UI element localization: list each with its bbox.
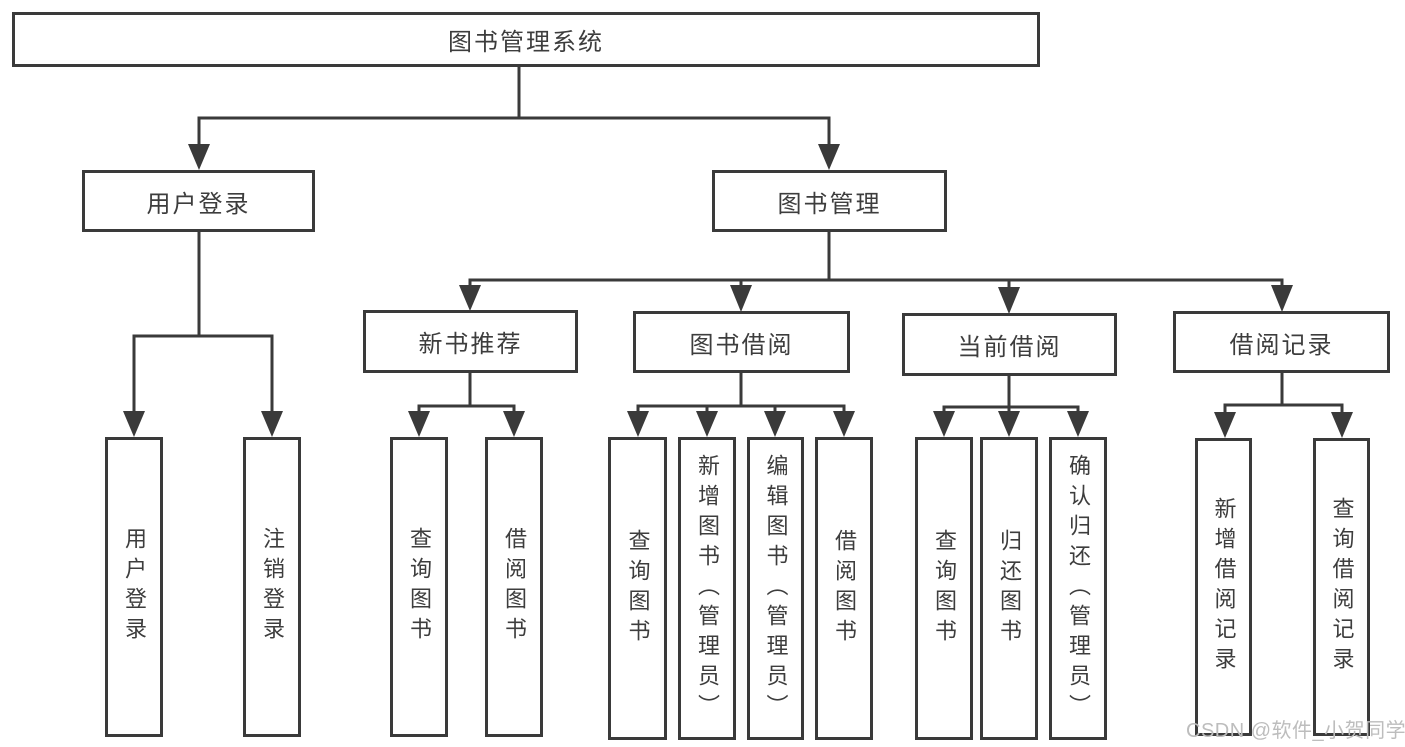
arrowhead-user-login-leaf [123,411,145,437]
node-book-management: 图书管理 [712,170,947,232]
leaf-query-books-current: 查询图书 [915,437,973,740]
node-label: 查询图书 [407,527,432,647]
leaf-logout: 注销登录 [243,437,301,737]
node-label: 用户登录 [122,527,147,647]
leaf-borrow-books-recommend: 借阅图书 [485,437,543,737]
arrowhead-current-borrow [998,287,1020,314]
csdn-watermark: CSDN @软件_小贺同学 [1186,720,1405,742]
node-label: 新增借阅记录 [1211,497,1237,677]
node-label: 用户登录 [146,190,251,218]
leaf-query-borrow-record: 查询借阅记录 [1313,438,1370,736]
leaf-borrow-books-borrowing: 借阅图书 [815,437,873,740]
leaf-add-books-admin: 新增图书（管理员） [678,437,736,740]
node-label: 查询图书 [625,528,651,649]
arrowhead-query-books-A [408,411,430,437]
node-new-book-recommend: 新书推荐 [363,310,578,373]
node-label: 查询借阅记录 [1329,497,1355,677]
node-label: 归还图书 [997,528,1022,649]
leaf-query-books-borrowing: 查询图书 [608,437,667,740]
node-current-borrowing: 当前借阅 [902,313,1117,376]
leaf-edit-books-admin: 编辑图书（管理员） [747,437,804,740]
arrowhead-edit-books-B [764,411,786,437]
node-label: 注销登录 [260,527,285,647]
arrowhead-confirm-return-C [1067,411,1089,437]
arrowhead-book-management [818,144,840,170]
arrowhead-user-login [188,144,210,170]
leaf-query-books-recommend: 查询图书 [390,437,448,737]
node-label: 新书推荐 [418,331,523,358]
node-label: 图书管理 [777,190,882,218]
node-label: 当前借阅 [957,334,1062,361]
node-borrowing-records: 借阅记录 [1173,311,1390,373]
arrowhead-return-books-C [998,411,1020,437]
arrowhead-new-books [459,285,481,311]
node-book-borrowing: 图书借阅 [633,311,850,373]
node-label: 借阅图书 [502,527,527,647]
node-label: 借阅记录 [1229,331,1334,359]
node-label: 确认归还（管理员） [1066,453,1091,724]
arrowhead-book-borrow [730,285,752,312]
arrowhead-borrow-books-A [503,411,525,437]
arrowhead-add-record-D [1214,412,1236,438]
node-user-login: 用户登录 [82,170,315,232]
arrowhead-query-books-C [933,411,955,437]
node-label: 新增图书（管理员） [695,453,720,724]
arrowhead-logout-leaf [261,411,283,437]
node-root-system: 图书管理系统 [12,12,1040,67]
arrowhead-add-books-B [696,411,718,437]
node-label: 借阅图书 [832,528,857,649]
arrowhead-query-books-B [627,411,649,437]
node-label: 图书借阅 [689,331,794,359]
leaf-add-borrow-record: 新增借阅记录 [1195,438,1252,736]
node-label: 查询图书 [932,528,957,649]
node-label: 图书管理系统 [448,29,604,56]
node-label: 编辑图书（管理员） [763,453,789,724]
leaf-return-books: 归还图书 [980,437,1038,740]
arrowhead-query-record-D [1331,412,1353,438]
arrowhead-borrow-books-B [833,411,855,437]
leaf-user-login: 用户登录 [105,437,163,737]
leaf-confirm-return-admin: 确认归还（管理员） [1049,437,1107,740]
arrowhead-borrow-records [1271,285,1293,312]
